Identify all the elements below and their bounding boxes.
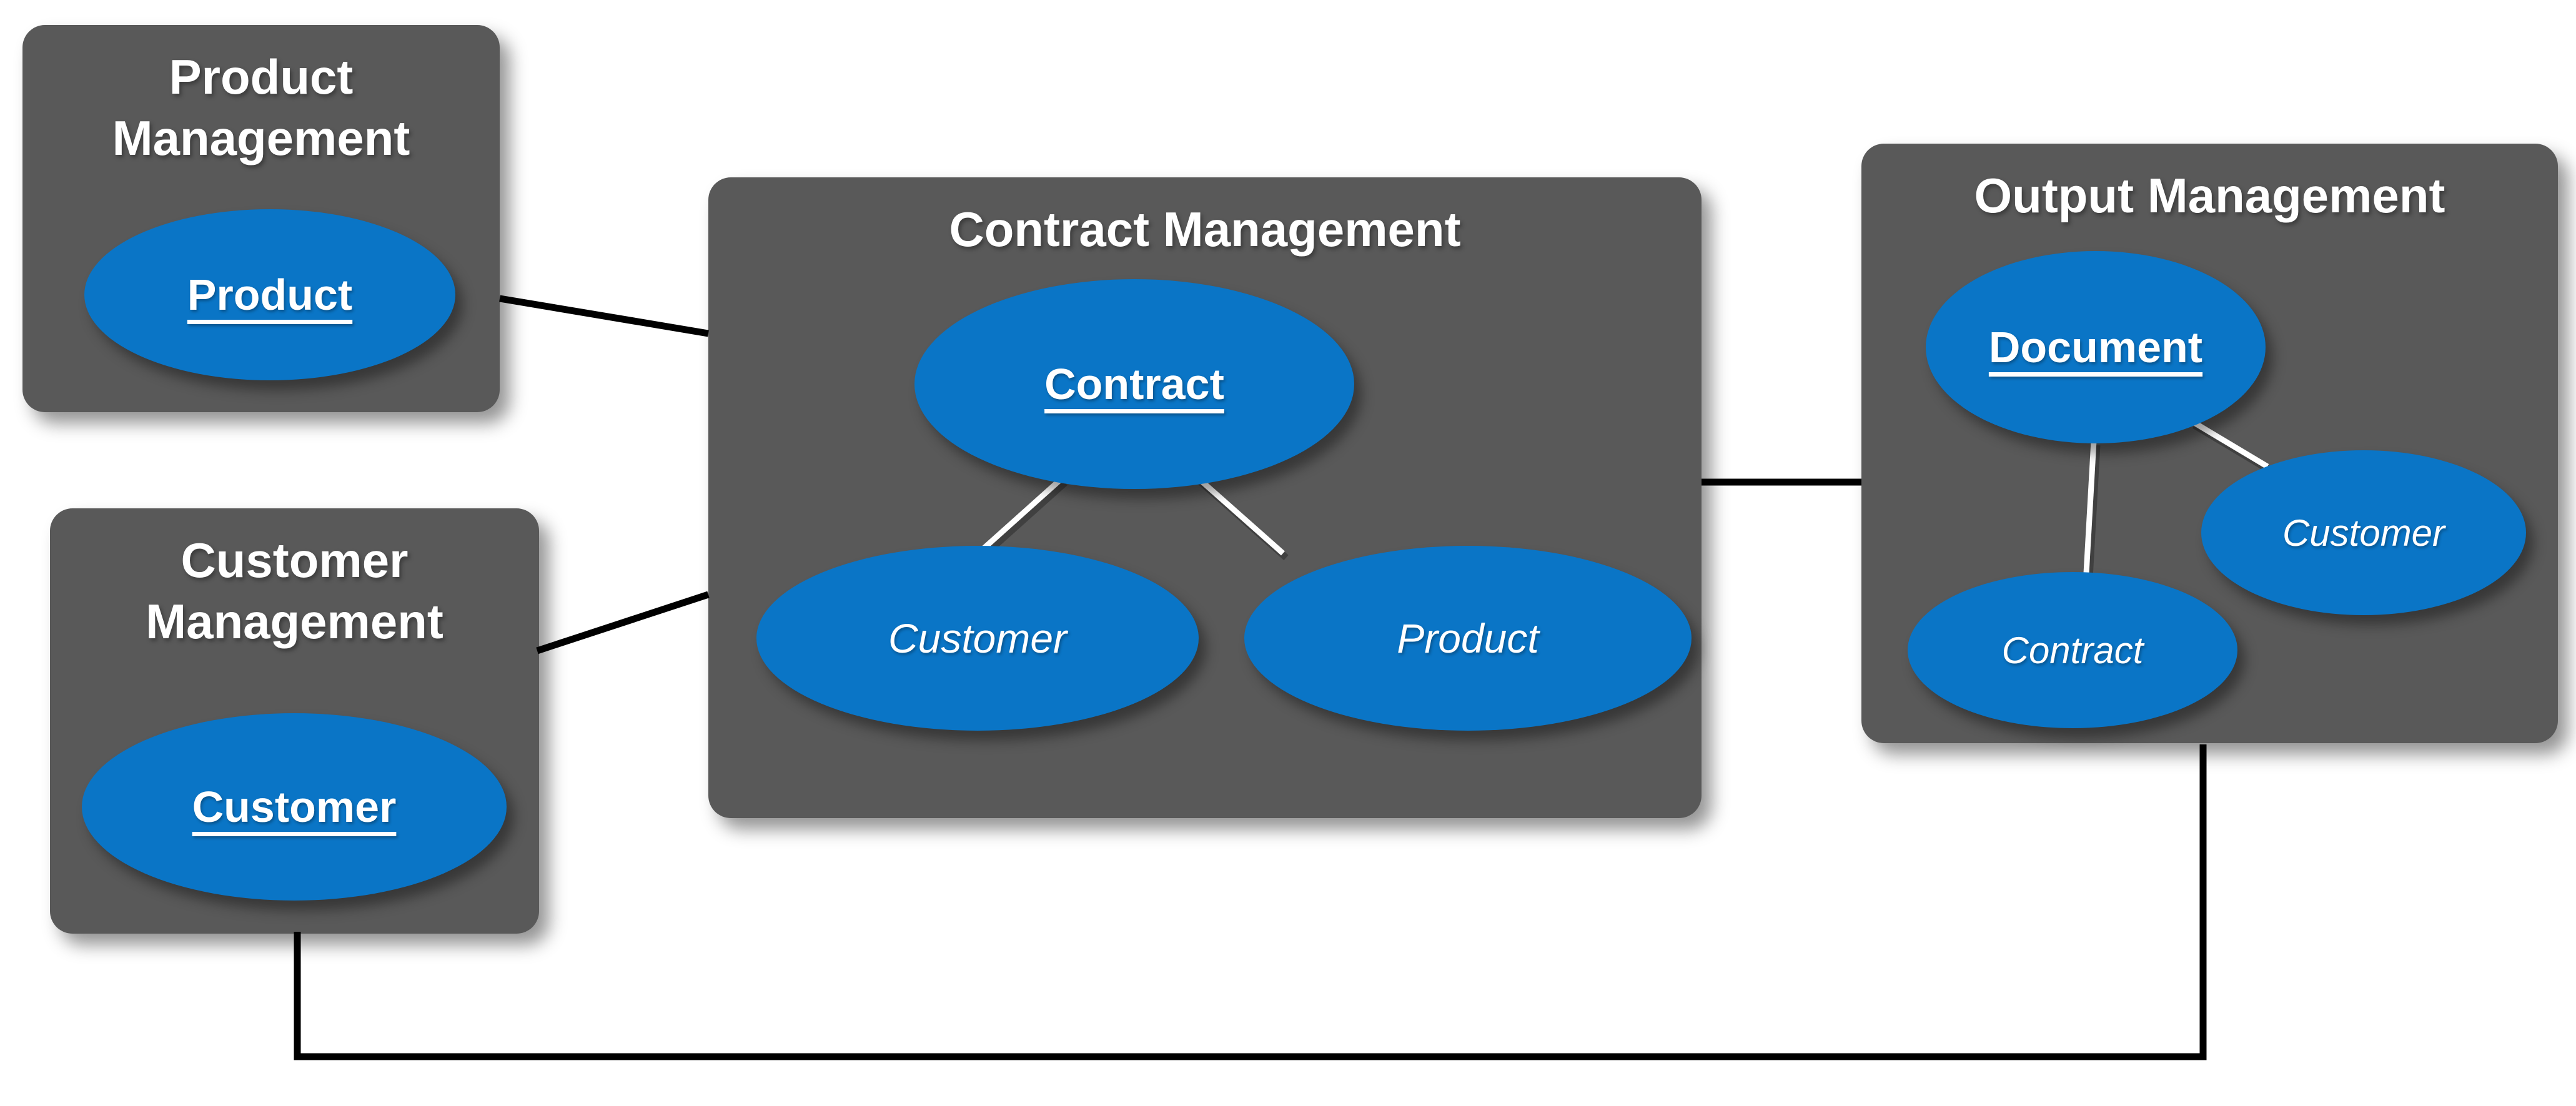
entity-label: Contract <box>1044 360 1224 408</box>
entity-customer: Customer <box>82 713 507 901</box>
context-title-contract-management: Contract Management <box>949 202 1461 257</box>
entity-product: Product <box>84 209 455 380</box>
entity-contract-product-ref: Product <box>1244 546 1692 731</box>
entity-output-contract-ref: Contract <box>1908 572 2237 728</box>
entity-label: Customer <box>2282 511 2445 554</box>
context-title-product-management: Product Management <box>112 49 410 166</box>
connector-product-mgmt-to-contract-mgmt <box>499 295 709 337</box>
entity-document: Document <box>1926 251 2266 443</box>
entity-contract-customer-ref: Customer <box>756 546 1199 731</box>
entity-label: Product <box>1397 615 1539 661</box>
context-title-output-management: Output Management <box>1974 168 2445 223</box>
entity-label: Contract <box>2001 629 2144 671</box>
context-title-customer-management: Customer Management <box>146 533 443 649</box>
entity-contract: Contract <box>914 279 1354 489</box>
entity-output-customer-ref: Customer <box>2201 450 2526 615</box>
entity-label: Customer <box>192 783 397 831</box>
entity-label: Document <box>1988 323 2203 372</box>
connector-customer-mgmt-to-contract-mgmt <box>536 591 710 654</box>
entity-label: Customer <box>888 615 1068 661</box>
entity-label: Product <box>187 270 353 319</box>
